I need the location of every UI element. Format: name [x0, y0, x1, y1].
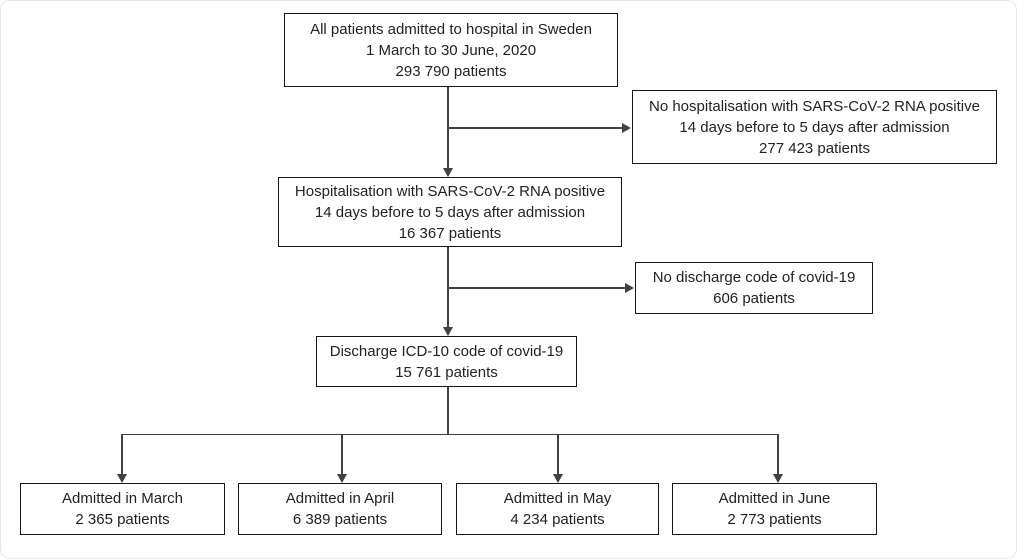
box-text-line: Admitted in April [285, 490, 395, 507]
box-text-line: 2 365 patients [75, 511, 170, 528]
box-text-line: 14 days before to 5 days after admission [679, 118, 950, 136]
arrowhead-down-discharge [443, 327, 453, 336]
connector-drop-may [557, 434, 559, 474]
box-text-line: Admitted in June [718, 490, 831, 507]
box-text-line: No discharge code of covid-19 [652, 269, 856, 286]
connector-drop-june [777, 434, 779, 474]
box-admitted-june: Admitted in June 2 773 patients [672, 483, 877, 535]
arrowhead-right-no-hospitalisation [622, 123, 631, 133]
box-text-line: No hospitalisation with SARS-CoV-2 RNA p… [649, 97, 980, 115]
box-discharge-icd10: Discharge ICD-10 code of covid-19 15 761… [316, 336, 577, 387]
connector-hospitalisation-to-discharge [447, 247, 449, 328]
connector-discharge-to-distributor [447, 387, 449, 435]
arrowhead-down-march [117, 474, 127, 483]
arrowhead-down-may [553, 474, 563, 483]
box-text-line: Admitted in May [503, 490, 612, 507]
box-text-line: 2 773 patients [727, 511, 822, 528]
arrowhead-down-april [337, 474, 347, 483]
box-text-line: Hospitalisation with SARS-CoV-2 RNA posi… [294, 182, 606, 200]
box-text-line: 6 389 patients [292, 511, 388, 528]
box-all-patients-admitted: All patients admitted to hospital in Swe… [284, 13, 618, 87]
box-text-line: 14 days before to 5 days after admission [314, 203, 586, 221]
box-text-line: 1 March to 30 June, 2020 [365, 41, 537, 59]
connector-branch-no-discharge [448, 287, 626, 289]
box-text-line: 16 367 patients [398, 224, 502, 242]
box-text-line: 277 423 patients [759, 139, 870, 157]
box-text-line: Admitted in March [62, 490, 183, 507]
connector-distributor [121, 433, 778, 435]
box-no-hospitalisation-excluded: No hospitalisation with SARS-CoV-2 RNA p… [632, 90, 997, 164]
connector-branch-no-hospitalisation [448, 127, 623, 129]
connector-top-to-hospitalisation [447, 87, 449, 169]
arrowhead-right-no-discharge [625, 283, 634, 293]
box-text-line: Discharge ICD-10 code of covid-19 [329, 342, 564, 360]
box-text-line: All patients admitted to hospital in Swe… [310, 20, 592, 38]
box-text-line: 15 761 patients [395, 363, 498, 381]
box-admitted-may: Admitted in May 4 234 patients [456, 483, 659, 535]
box-admitted-march: Admitted in March 2 365 patients [20, 483, 225, 535]
box-text-line: 293 790 patients [395, 62, 507, 80]
box-admitted-april: Admitted in April 6 389 patients [238, 483, 442, 535]
box-text-line: 4 234 patients [510, 511, 605, 528]
connector-drop-march [121, 434, 123, 474]
connector-drop-april [341, 434, 343, 474]
box-hospitalisation-positive: Hospitalisation with SARS-CoV-2 RNA posi… [278, 177, 622, 247]
box-no-discharge-excluded: No discharge code of covid-19 606 patien… [635, 262, 873, 314]
arrowhead-down-june [773, 474, 783, 483]
arrowhead-down-hospitalisation [443, 168, 453, 177]
box-text-line: 606 patients [713, 290, 795, 307]
